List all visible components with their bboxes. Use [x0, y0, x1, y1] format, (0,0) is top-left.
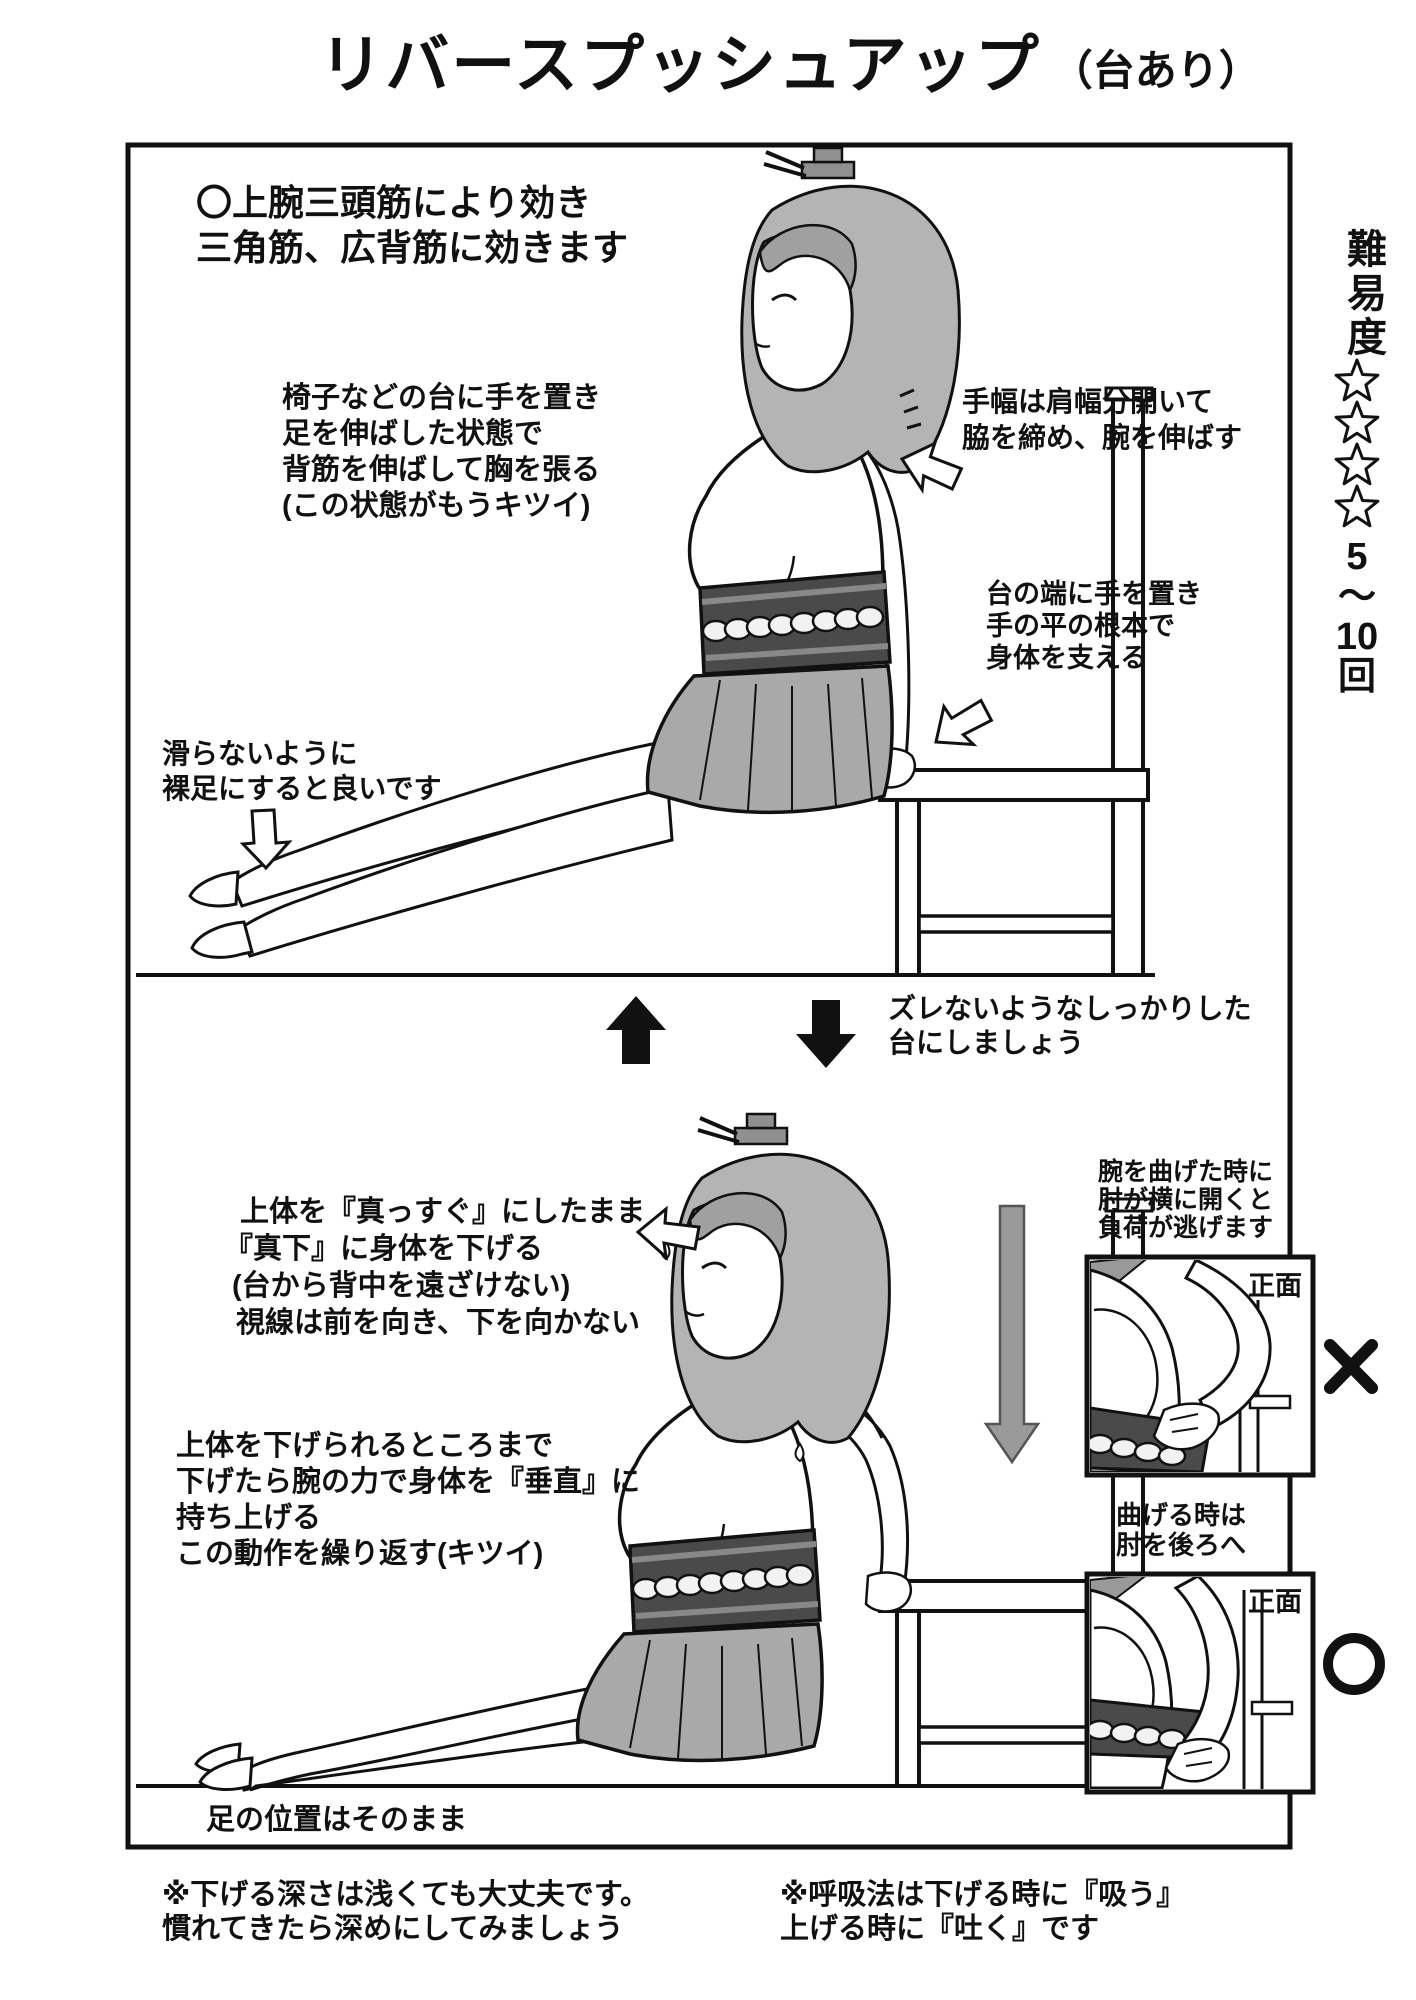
note-line: 上げる時に『吐く』です: [780, 1913, 1100, 1945]
depth-note: ※下げる深さは浅くても大丈夫です。 慣れてきたら深めにしてみましょう: [162, 1878, 649, 1946]
note-line: 肘が横に開くと: [1098, 1186, 1274, 1214]
difficulty-star-icon: [1334, 484, 1380, 528]
note-line: 〇上腕三頭筋により効き: [196, 182, 592, 223]
difficulty-label: 難易度: [1341, 228, 1385, 360]
stable-base-note: ズレないようなしっかりした 台にしましょう: [888, 992, 1251, 1060]
note-line: 上体を『真っすぐ』にしたまま: [240, 1196, 646, 1228]
note-line: 上体を下げられるところまで: [176, 1430, 554, 1462]
note-line: 背筋を伸ばして胸を張る: [282, 454, 601, 486]
note-line: この動作を繰り返す(キツイ): [176, 1538, 544, 1570]
correct-mark-icon: [1323, 1633, 1385, 1695]
note-line: 曲げる時は: [1116, 1500, 1247, 1530]
arrow-lower-body-icon: [635, 1205, 701, 1261]
breathing-note: ※呼吸法は下げる時に『吸う』 上げる時に『吐く』です: [780, 1878, 1185, 1946]
figure-lowered-position: [194, 1112, 912, 1792]
note-line: 手の平の根本で: [986, 611, 1175, 641]
note-line: (台から背中を遠ざけない): [232, 1270, 571, 1302]
barefoot-note: 滑らないように 裸足にすると良いです: [162, 736, 441, 806]
inset-correct-form: [1084, 1571, 1316, 1795]
difficulty-star-icon: [1334, 400, 1380, 444]
note-line: 滑らないように: [162, 738, 358, 769]
difficulty-reps: 5 〜 10 回: [1326, 538, 1388, 696]
note-line: 裸足にすると良いです: [162, 773, 442, 804]
turret-hair-ornament-icon: [697, 1112, 789, 1146]
arrow-up-icon: [606, 996, 666, 1064]
note-line: 足を伸ばした状態で: [282, 418, 544, 450]
note-line: 肘を後ろへ: [1116, 1530, 1247, 1560]
setup-note: 椅子などの台に手を置き 足を伸ばした状態で 背筋を伸ばして胸を張る (この状態が…: [282, 380, 601, 524]
note-line: 脇を締め、腕を伸ばす: [962, 422, 1243, 453]
palm-support-note: 台の端に手を置き 手の平の根本で 身体を支える: [986, 578, 1202, 674]
tremble-marks: [899, 388, 922, 430]
note-line: 『真下』に身体を下げる: [224, 1233, 544, 1265]
reps-part: 〜: [1337, 576, 1376, 618]
reps-part: 5: [1346, 536, 1368, 578]
arrow-down-icon: [796, 1000, 856, 1068]
note-line: 下げたら腕の力で身体を『垂直』に: [176, 1466, 641, 1498]
note-line: 手幅は肩幅分開いて: [962, 386, 1214, 417]
note-line: 負荷が逃げます: [1098, 1214, 1274, 1242]
note-line: 台にしましょう: [888, 1027, 1085, 1058]
figure-start-position: [188, 146, 961, 959]
note-line: 身体を支える: [986, 643, 1148, 673]
page-title: リバースプッシュアップ （台あり）: [180, 14, 1400, 106]
hand-width-note: 手幅は肩幅分開いて 脇を締め、腕を伸ばす: [962, 384, 1242, 456]
wrong-mark-icon: [1324, 1339, 1378, 1394]
bend-tip-note: 曲げる時は 肘を後ろへ: [1116, 1500, 1246, 1560]
inset-wrong-form: [1084, 1254, 1316, 1478]
inset-wrong-label: 正面: [1248, 1271, 1302, 1301]
note-line: (この状態がもうキツイ): [282, 490, 591, 522]
note-line: 慣れてきたら深めにしてみましょう: [162, 1913, 624, 1945]
turret-hair-ornament-icon: [763, 146, 856, 180]
reps-part: 回: [1337, 656, 1376, 698]
page-title-sub: （台あり）: [1050, 46, 1261, 94]
effect-note: 〇上腕三頭筋により効き 三角筋、広背筋に効きます: [196, 180, 628, 270]
note-line: 持ち上げる: [176, 1502, 322, 1534]
elbow-warning-note: 腕を曲げた時に 肘が横に開くと 負荷が逃げます: [1098, 1158, 1273, 1242]
arrow-barefoot-icon: [239, 808, 293, 871]
main-frame: [125, 142, 1293, 1850]
arrow-palm-support-icon: [934, 698, 994, 747]
note-line: 三角筋、広背筋に効きます: [196, 227, 629, 268]
arrow-hand-width-icon: [899, 440, 964, 495]
lower-body-note: 上体を『真っすぐ』にしたまま 『真下』に身体を下げる (台から背中を遠ざけない)…: [224, 1194, 645, 1342]
note-line: ※下げる深さは浅くても大丈夫です。: [162, 1879, 649, 1911]
note-line: ズレないようなしっかりした: [888, 993, 1252, 1024]
chair-top-panel: [878, 386, 1154, 977]
reps-part: 10: [1335, 616, 1379, 658]
difficulty-star-icon: [1334, 358, 1380, 402]
note-line: ※呼吸法は下げる時に『吸う』: [780, 1879, 1186, 1911]
page-title-main: リバースプッシュアップ: [319, 29, 1041, 101]
note-line: 視線は前を向き、下を向かない: [236, 1307, 640, 1339]
arrow-movement-down-icon: [983, 1204, 1041, 1465]
note-line: 腕を曲げた時に: [1098, 1158, 1274, 1186]
difficulty-star-icon: [1334, 442, 1380, 486]
note-line: 台の端に手を置き: [986, 579, 1202, 609]
note-line: 椅子などの台に手を置き: [282, 382, 602, 414]
feet-note: 足の位置はそのまま: [206, 1804, 468, 1836]
inset-correct-label: 正面: [1248, 1587, 1302, 1617]
sweat-drop-icon: [794, 1442, 805, 1463]
push-up-note: 上体を下げられるところまで 下げたら腕の力で身体を『垂直』に 持ち上げる この動…: [176, 1428, 640, 1572]
difficulty-stars: [1334, 358, 1380, 528]
